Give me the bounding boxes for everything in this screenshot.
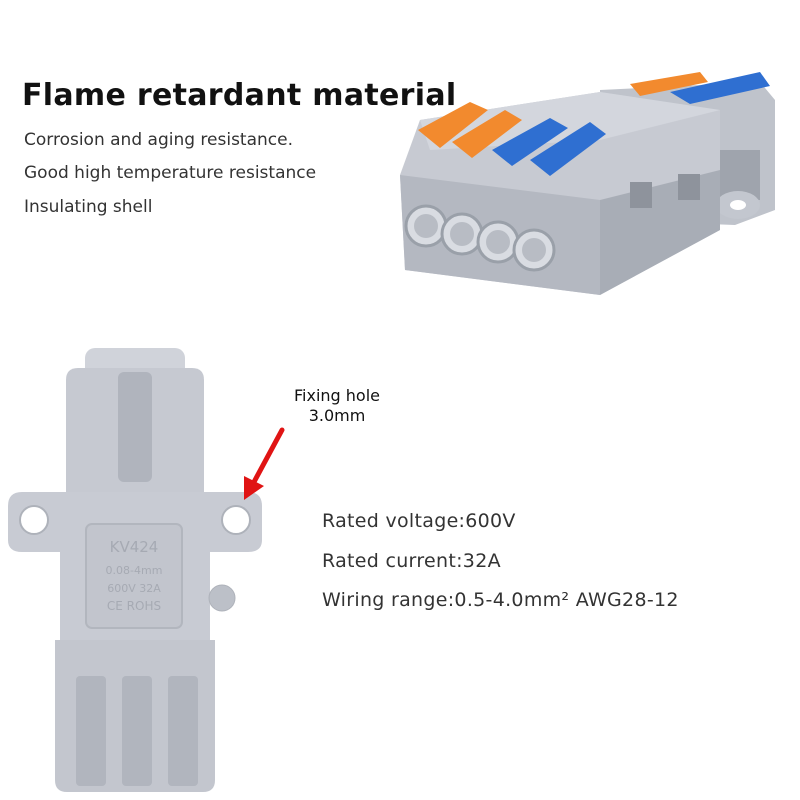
feature-corrosion: Corrosion and aging resistance.	[24, 130, 294, 150]
feature-temperature: Good high temperature resistance	[24, 163, 317, 183]
fixing-hole-size: 3.0mm	[308, 406, 366, 425]
arrow-icon	[244, 427, 285, 500]
spec-wiring-range: Wiring range:0.5-4.0mm² AWG28-12	[322, 589, 679, 611]
spec-current: Rated current:32A	[322, 550, 501, 572]
marking-range: 0.08-4mm	[106, 564, 163, 577]
marking-model: KV424	[110, 538, 159, 556]
marking-rating: 600V 32A	[107, 582, 161, 595]
connector-3d-image	[400, 72, 775, 295]
connector-front-view: KV424 0.08-4mm 600V 32A CE ROHS	[8, 348, 262, 792]
fixing-hole-label: Fixing hole	[294, 386, 380, 405]
feature-insulating: Insulating shell	[24, 197, 153, 217]
marking-certs: CE ROHS	[107, 599, 161, 613]
fixing-hole-callout: Fixing hole 3.0mm	[294, 386, 380, 426]
spec-voltage: Rated voltage:600V	[322, 510, 516, 532]
headline: Flame retardant material	[22, 78, 457, 113]
